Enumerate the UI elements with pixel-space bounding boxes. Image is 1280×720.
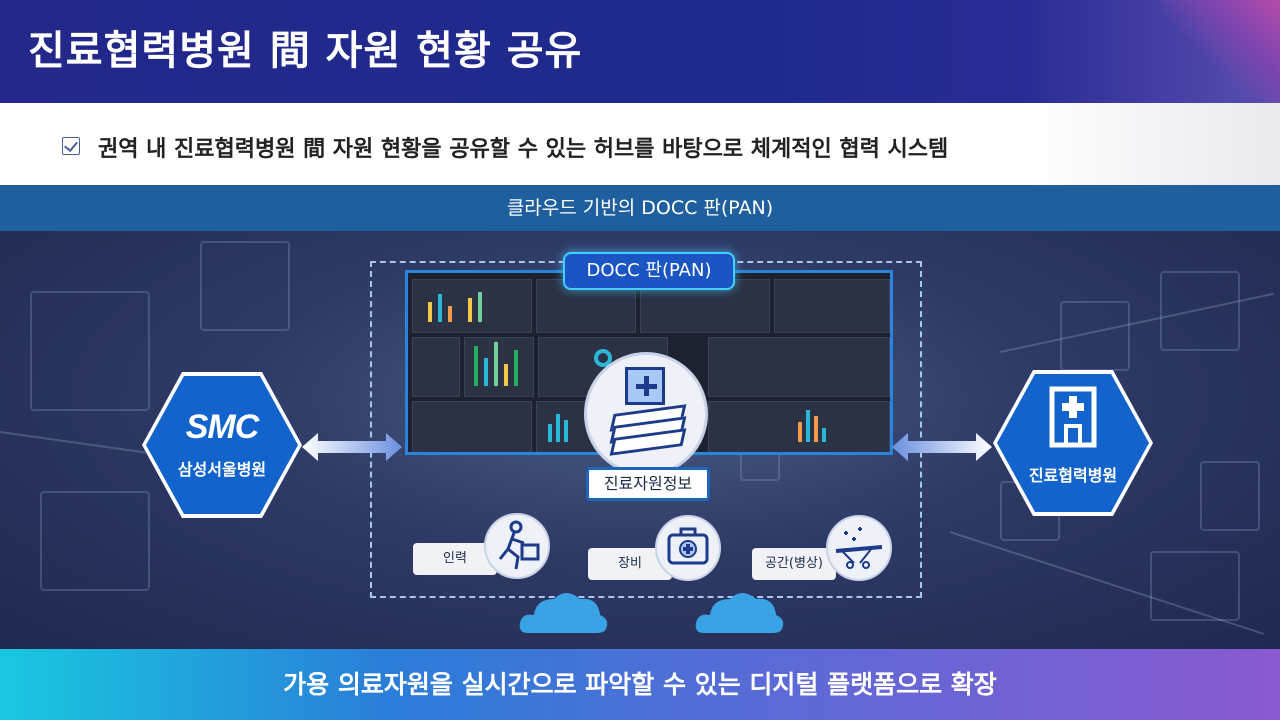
smc-node-label: 삼성서울병원 bbox=[177, 460, 267, 479]
header-banner: 진료협력병원 間 자원 현황 공유 bbox=[0, 0, 1280, 103]
hub-circle bbox=[584, 352, 708, 476]
hub-label: 진료자원정보 bbox=[586, 467, 710, 501]
dashboard-bar bbox=[484, 358, 488, 386]
partner-hospital-node: 진료협력병원 bbox=[993, 370, 1153, 516]
subtitle-bar: 권역 내 진료협력병원 間 자원 현황을 공유할 수 있는 허브를 바탕으로 체… bbox=[0, 103, 1280, 185]
dashboard-bar bbox=[448, 306, 452, 322]
dashboard-bar bbox=[494, 342, 498, 386]
dashboard-bar bbox=[478, 292, 482, 322]
dashboard-bar bbox=[438, 294, 442, 322]
checkbox-icon bbox=[62, 137, 80, 155]
dashboard-bar bbox=[564, 420, 568, 442]
dashboard-bar bbox=[428, 302, 432, 322]
background-cube bbox=[1200, 461, 1260, 531]
header-corner-decoration bbox=[1160, 0, 1280, 103]
dashboard-bar bbox=[504, 364, 508, 386]
dashboard-label: DOCC 판(PAN) bbox=[563, 252, 735, 290]
dashboard-panel bbox=[774, 279, 890, 333]
partner-node-label: 진료협력병원 bbox=[1028, 466, 1118, 485]
background-cube bbox=[1150, 551, 1240, 621]
smc-logo: SMC bbox=[185, 408, 260, 446]
dashboard-panel bbox=[412, 279, 532, 333]
resource-space-label: 공간(병상) bbox=[752, 548, 836, 580]
dashboard-bar bbox=[548, 424, 552, 442]
page-title: 진료협력병원 間 자원 현황 공유 bbox=[28, 28, 583, 74]
dashboard-bar bbox=[514, 350, 518, 386]
dashboard-panel bbox=[708, 337, 890, 397]
background-cube bbox=[40, 491, 150, 591]
background-cube bbox=[200, 241, 290, 331]
medical-kit-icon bbox=[655, 515, 721, 581]
dashboard-panel bbox=[412, 337, 460, 397]
dashboard-bar bbox=[468, 298, 472, 322]
cloud-icon bbox=[695, 593, 784, 633]
dashboard-bar bbox=[806, 410, 810, 442]
right-bidirectional-arrow bbox=[892, 433, 992, 461]
section-bar: 클라우드 기반의 DOCC 판(PAN) bbox=[0, 185, 1280, 231]
running-person-icon bbox=[484, 513, 550, 579]
hospital-building-icon bbox=[1049, 386, 1097, 448]
resource-staff-label: 인력 bbox=[413, 543, 497, 575]
dashboard-bar bbox=[798, 422, 802, 442]
background-cube bbox=[30, 291, 150, 411]
dashboard-bar bbox=[556, 414, 560, 442]
dashboard-gauge bbox=[594, 349, 612, 367]
stretcher-icon bbox=[826, 515, 892, 581]
left-bidirectional-arrow bbox=[302, 433, 402, 461]
subtitle-text: 권역 내 진료협력병원 間 자원 현황을 공유할 수 있는 허브를 바탕으로 체… bbox=[98, 137, 949, 162]
dashboard-bar bbox=[814, 416, 818, 442]
cloud-icon bbox=[519, 593, 608, 633]
dashboard-bar bbox=[822, 428, 826, 442]
dashboard-panel bbox=[412, 401, 532, 452]
medical-document-icon bbox=[625, 367, 665, 405]
background-cube bbox=[1160, 271, 1240, 351]
footer-banner: 가용 의료자원을 실시간으로 파악할 수 있는 디지털 플랫폼으로 확장 bbox=[0, 649, 1280, 720]
dashboard-bar bbox=[474, 346, 478, 386]
